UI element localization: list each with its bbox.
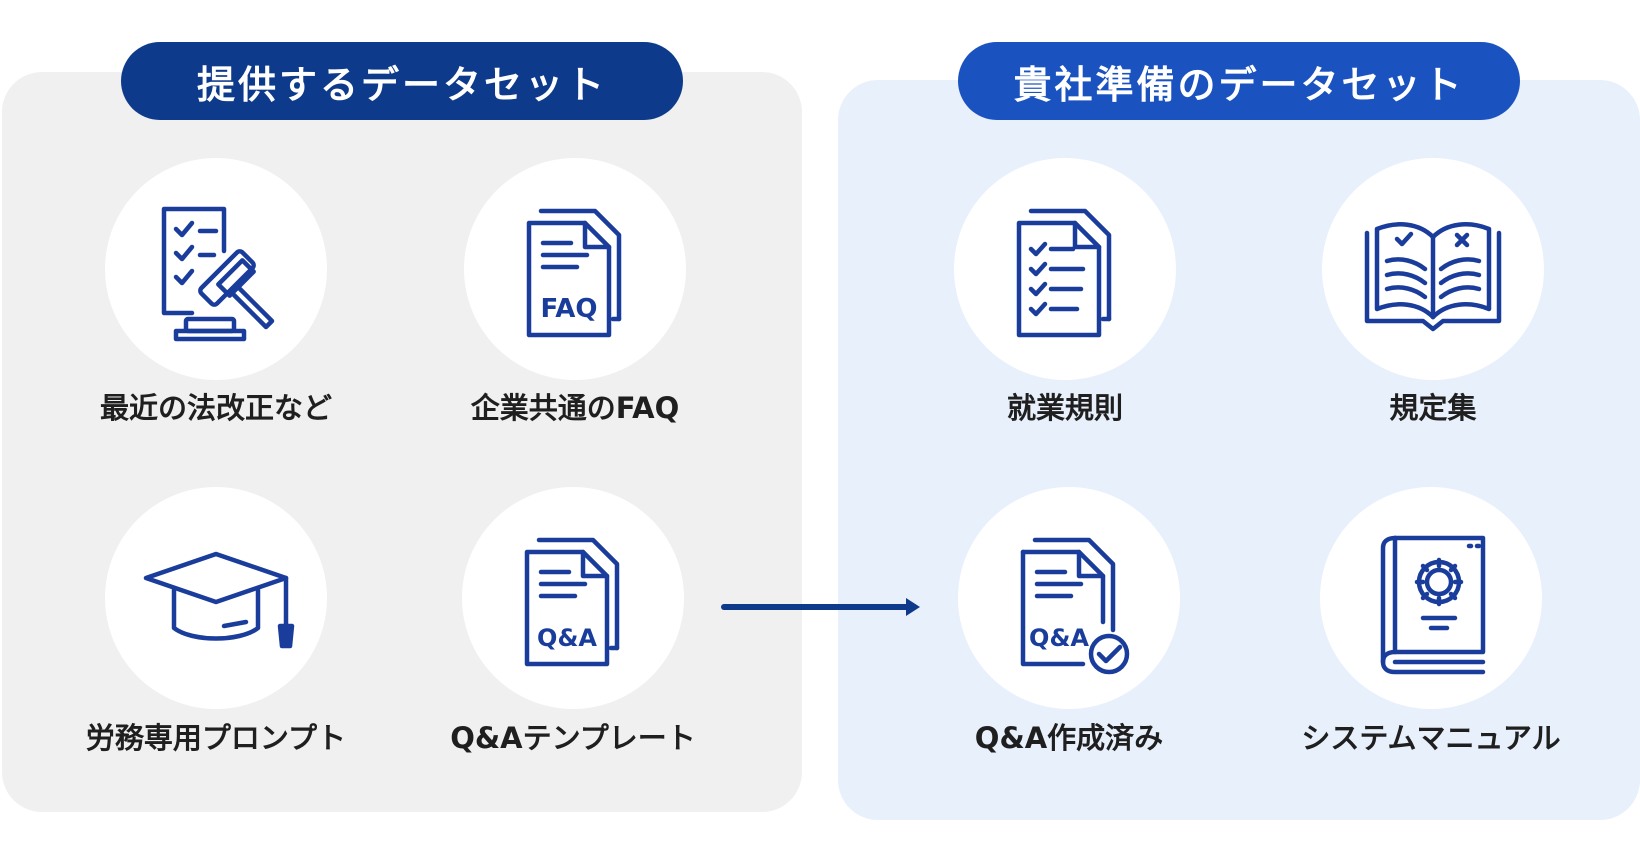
checklist-document-icon: [1016, 208, 1112, 338]
qa-template-item-label: Q&Aテンプレート: [450, 721, 696, 755]
open-book-icon: [1364, 222, 1502, 332]
prompt-item-label: 労務専用プロンプト: [85, 721, 347, 755]
work-rules-item-circle: [954, 158, 1176, 380]
qa-document-icon: Q&A: [524, 537, 620, 667]
svg-text:FAQ: FAQ: [540, 294, 597, 324]
system-manual-item-circle: [1320, 487, 1542, 709]
qa-created-item-circle: Q&A: [958, 487, 1180, 709]
svg-text:Q&A: Q&A: [1029, 624, 1089, 652]
work-rules-item-label: 就業規則: [1006, 391, 1123, 425]
manual-gear-book-icon: [1380, 535, 1486, 675]
graduation-cap-icon: [143, 551, 295, 649]
qa-document-check-icon: Q&A: [1020, 537, 1130, 675]
svg-text:Q&A: Q&A: [537, 624, 597, 652]
law-gavel-icon: [161, 206, 275, 342]
company-dataset-panel: [838, 80, 1640, 820]
regulations-item-label: 規定集: [1389, 391, 1477, 425]
system-manual-item-label: システムマニュアル: [1301, 721, 1561, 755]
prompt-item-circle: [105, 487, 327, 709]
provided-dataset-panel: [2, 72, 802, 812]
company-dataset-title: 貴社準備のデータセット: [958, 42, 1520, 120]
provided-dataset-title: 提供するデータセット: [121, 42, 683, 120]
regulations-item-circle: [1322, 158, 1544, 380]
law-item-circle: [105, 158, 327, 380]
right-arrow-icon: [721, 598, 920, 616]
law-item-label: 最近の法改正など: [99, 391, 332, 425]
faq-document-icon: FAQ: [526, 208, 622, 338]
faq-item-circle: FAQ: [464, 158, 686, 380]
qa-template-item-circle: Q&A: [462, 487, 684, 709]
faq-item-label: 企業共通のFAQ: [470, 391, 680, 425]
qa-created-item-label: Q&A作成済み: [974, 721, 1164, 755]
